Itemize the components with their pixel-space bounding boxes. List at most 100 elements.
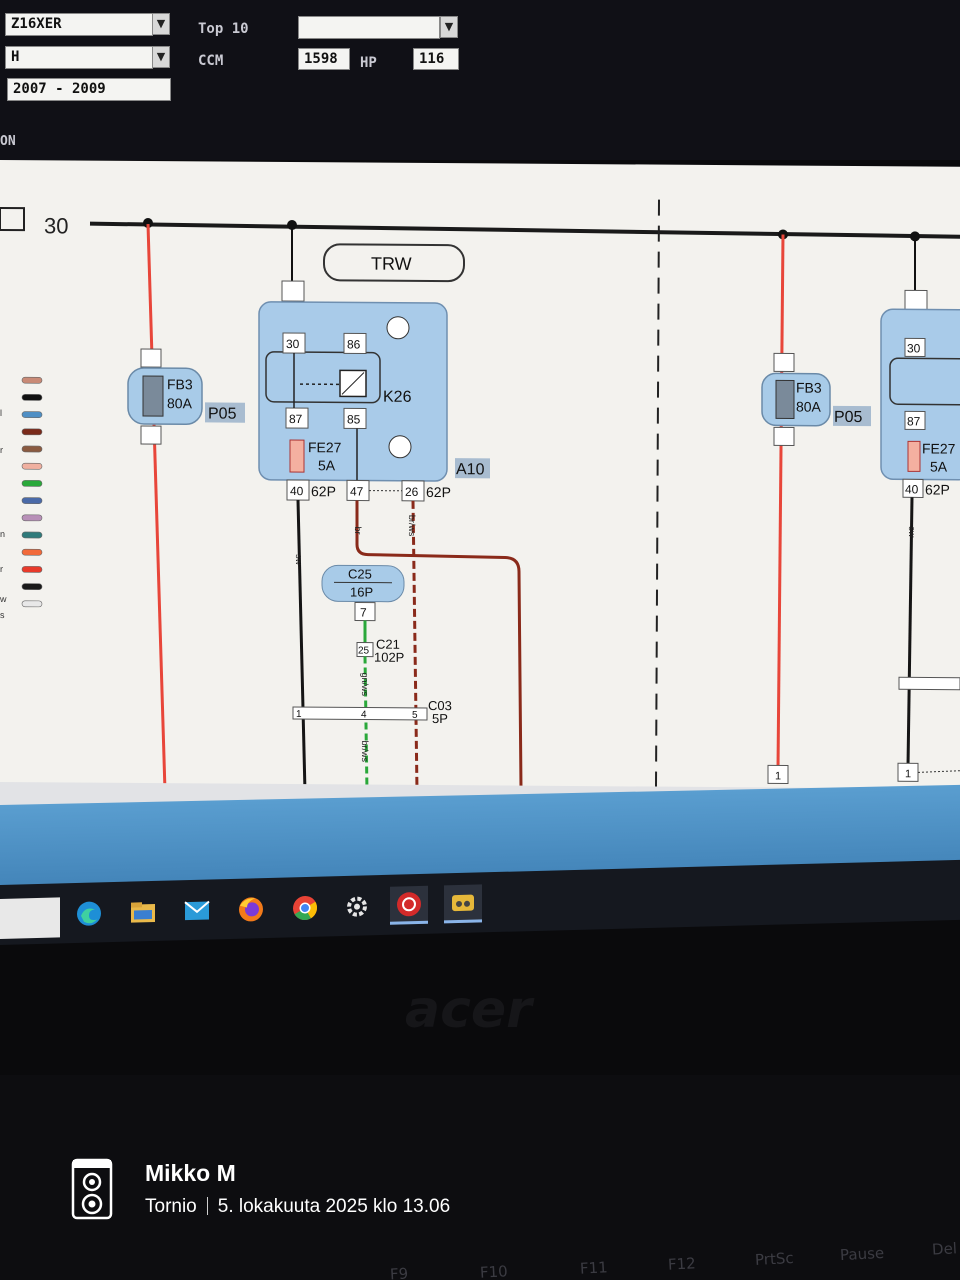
chevron-down-icon[interactable]: ▼ <box>152 13 170 35</box>
photo-datetime: 5. lokakuuta 2025 klo 13.06 <box>217 1196 451 1217</box>
wire-color-legend <box>21 376 43 608</box>
edge-icon[interactable] <box>70 894 108 933</box>
fuse-box-id: P05 <box>208 405 237 422</box>
wire-black <box>906 497 914 767</box>
fuse-id: FB3 <box>796 380 822 396</box>
hp-label: HP <box>360 55 377 71</box>
connector-id: C03 <box>428 698 452 713</box>
wire-code: gn/ws <box>360 673 370 697</box>
years-field[interactable]: 2007 - 2009 <box>7 78 171 101</box>
top10-select[interactable] <box>298 16 440 39</box>
module-pin: 47 <box>350 484 364 498</box>
relay-module-id: A10 <box>456 461 485 478</box>
legend-code: n <box>0 529 5 539</box>
relay-id: K26 <box>383 389 412 406</box>
fuse-rating: 80A <box>167 395 193 411</box>
legend-code: l <box>0 408 2 418</box>
relay-pin: 87 <box>289 412 303 426</box>
connector-size: 16P <box>350 584 373 599</box>
legend-swatch <box>21 600 43 608</box>
wiring-diagram: 30 l r n r w s FB3 80A P05 TRW 30 86 <box>0 160 960 812</box>
legend-swatch <box>21 497 43 504</box>
legend-swatch <box>21 583 43 590</box>
relay-pin: 30 <box>907 341 921 355</box>
connector-pin: 5 <box>412 710 418 721</box>
internal-fuse-id: FE27 <box>308 439 342 455</box>
relay-module-title-box <box>323 243 465 283</box>
wire-red <box>146 223 167 792</box>
hp-value: 116 <box>413 48 459 70</box>
firefox-icon[interactable] <box>232 890 270 929</box>
legend-swatch <box>21 480 43 487</box>
internal-fuse-id: FE27 <box>922 440 956 456</box>
file-explorer-icon[interactable] <box>124 893 162 932</box>
legend-swatch <box>21 428 43 436</box>
keyboard-key: F12 <box>667 1254 697 1274</box>
keyboard-key: F9 <box>389 1264 409 1280</box>
legend-swatch <box>21 445 43 453</box>
chrome-icon[interactable] <box>286 889 324 928</box>
photo-location: Tornio <box>145 1196 197 1217</box>
module-pin-conn: 62P <box>311 483 336 499</box>
wire-code: br/ws <box>407 515 417 537</box>
legend-swatch <box>21 531 43 539</box>
keyboard-key: F10 <box>479 1262 509 1280</box>
taskbar <box>0 859 960 945</box>
mail-icon[interactable] <box>178 891 216 930</box>
legend-code: r <box>0 564 3 574</box>
bottom-pin: 1 <box>775 770 781 782</box>
connector-pin: 4 <box>361 710 367 721</box>
legend-code: r <box>0 445 3 455</box>
yellow-app-icon[interactable] <box>444 884 482 924</box>
wire-code: sw <box>294 554 304 566</box>
legend-swatch <box>21 566 43 573</box>
connector-id: C21 <box>376 637 400 652</box>
keyboard-key: Pause <box>839 1243 885 1265</box>
wire-red <box>776 234 785 770</box>
fuse-rating: 80A <box>796 399 822 415</box>
connector-pin: 7 <box>360 606 367 620</box>
relay-pin: 87 <box>907 414 921 428</box>
module-pin-conn: 62P <box>426 484 451 500</box>
separator <box>206 1197 208 1215</box>
legend-swatch <box>21 462 43 470</box>
legend-code: s <box>0 610 5 620</box>
bus-line <box>0 206 960 242</box>
connector-c25 <box>321 564 405 603</box>
module-pin: 40 <box>905 482 919 496</box>
chevron-down-icon[interactable]: ▼ <box>440 16 458 38</box>
legend-swatch <box>21 548 43 556</box>
module-pin: 40 <box>290 484 304 498</box>
camera-icon <box>70 1158 114 1224</box>
relay-module-title: TRW <box>371 254 412 274</box>
wire-green-white <box>363 656 369 793</box>
wire-black <box>296 500 307 793</box>
legend-swatch <box>21 514 43 522</box>
toolbar: Z16XER ▼ H ▼ 2007 - 2009 Top 10 ▼ CCM 15… <box>0 0 960 160</box>
legend-code: w <box>0 594 7 604</box>
status-label: ON <box>0 134 16 149</box>
top10-label: Top 10 <box>198 21 249 37</box>
connector-pin: 25 <box>358 645 370 656</box>
page-divider <box>655 199 660 787</box>
keyboard: F9 F10 F11 F12 PrtSc Pause Del <box>0 1075 960 1280</box>
connector-size: 5P <box>432 711 448 726</box>
bottom-pin: 1 <box>905 768 911 780</box>
keyboard-key: F11 <box>579 1258 609 1278</box>
photo-author: Mikko M <box>145 1160 236 1186</box>
red-app-icon[interactable] <box>390 885 428 925</box>
internal-fuse-rating: 5A <box>318 457 336 473</box>
module-pin: 26 <box>405 485 419 499</box>
variant-select[interactable]: H <box>5 46 153 69</box>
settings-icon[interactable] <box>338 887 376 926</box>
connector-size: 102P <box>374 650 404 665</box>
engine-select[interactable]: Z16XER <box>5 13 153 36</box>
chevron-down-icon[interactable]: ▼ <box>152 46 170 68</box>
taskbar-search-area[interactable] <box>0 897 60 939</box>
photo-caption: Tornio 5. lokakuuta 2025 klo 13.06 <box>145 1196 450 1218</box>
ccm-value: 1598 <box>298 48 350 70</box>
wire-brown-white <box>411 500 419 791</box>
wire-brown <box>355 500 523 789</box>
relay-pin: 86 <box>347 337 361 351</box>
keyboard-key: Del <box>931 1239 958 1259</box>
